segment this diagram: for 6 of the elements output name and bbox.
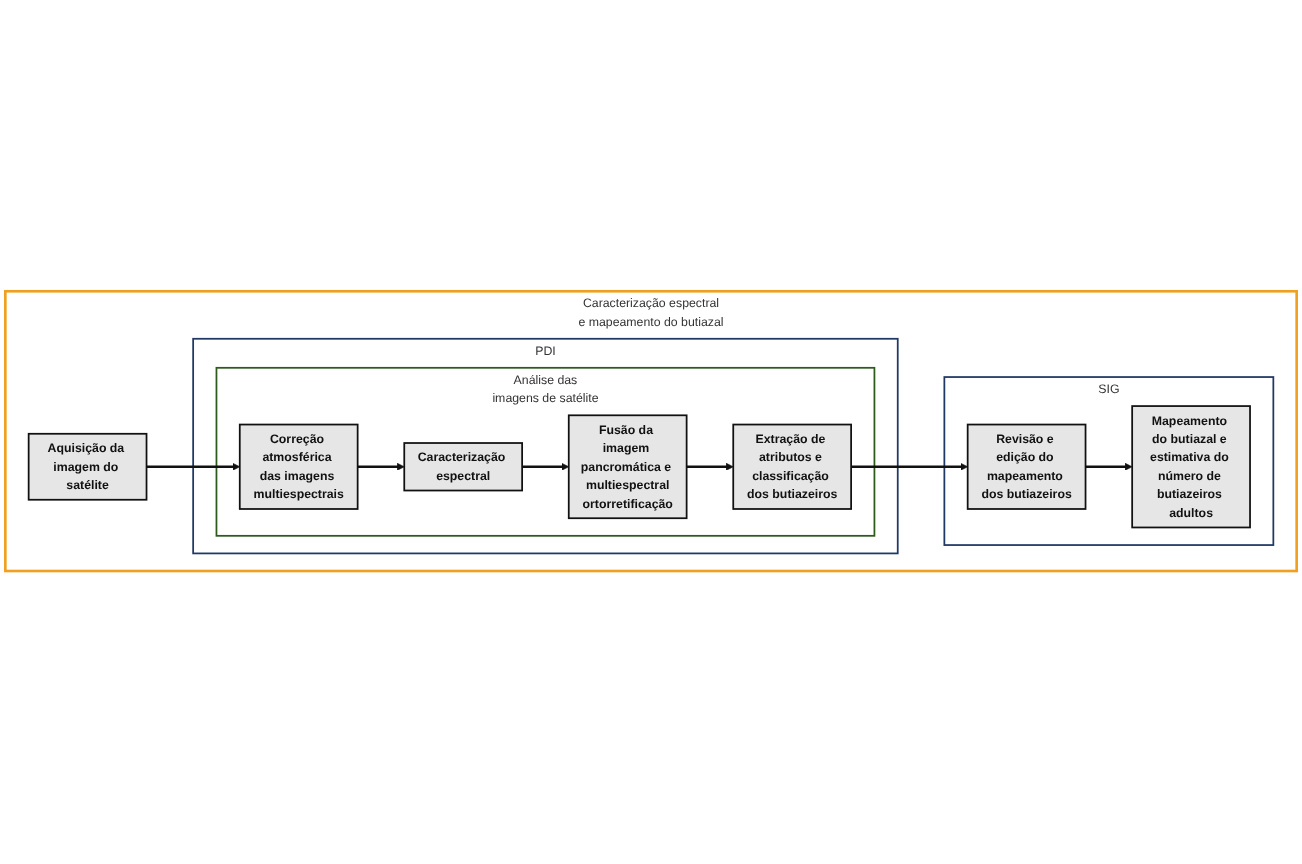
arrow [146,463,241,472]
arrow [1085,463,1133,472]
arrow [851,463,968,472]
arrow [357,463,405,472]
arrow [522,463,570,472]
arrow [686,463,734,472]
